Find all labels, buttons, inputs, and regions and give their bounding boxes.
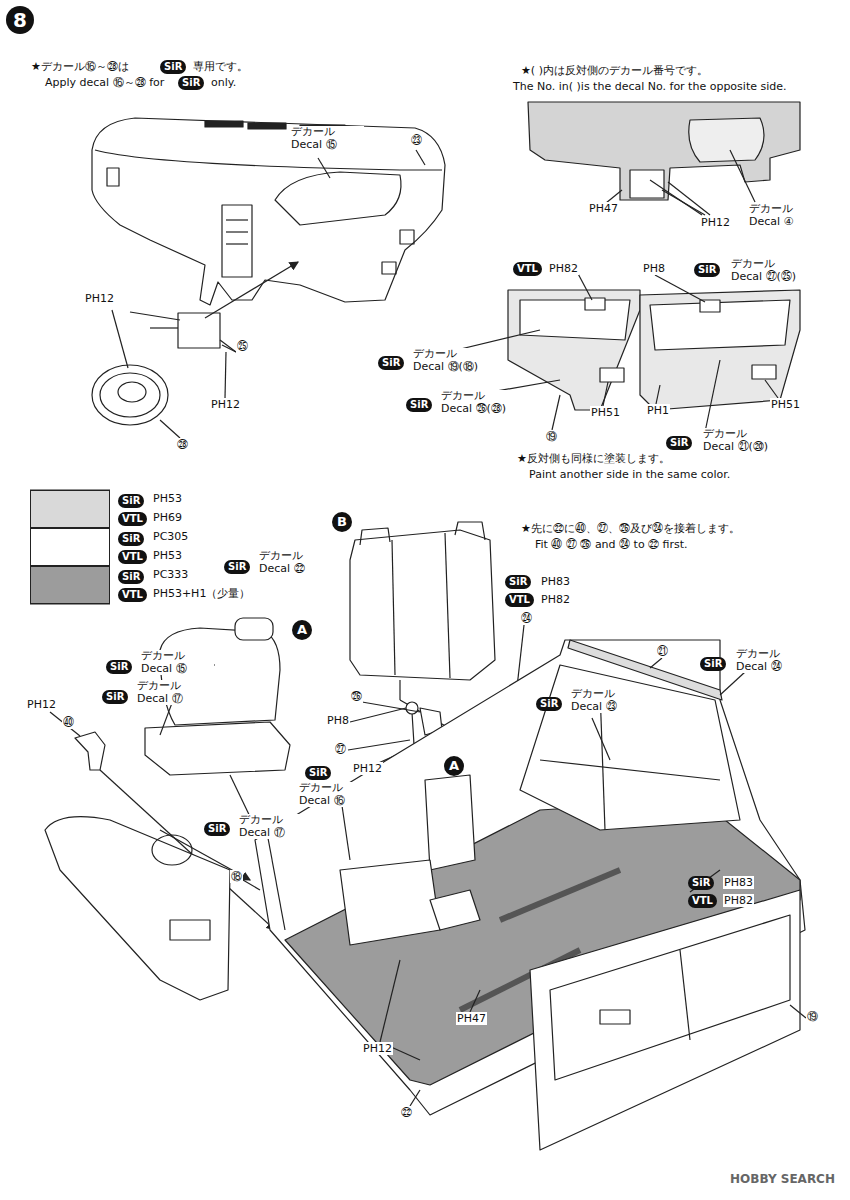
- decal-callout: デカール Decal ㉓: [570, 688, 644, 713]
- part-callout: ⑲: [545, 430, 558, 443]
- decal-callout: デカール Decal ④: [748, 203, 822, 228]
- part-callout: ⑲: [806, 1010, 819, 1023]
- grade-badge: VTL: [118, 588, 147, 602]
- color-swatch: [30, 509, 110, 528]
- decal-callout: デカール Decal ㉑(⑳): [702, 428, 776, 453]
- grade-badge: VTL: [118, 512, 147, 526]
- note-text: Fit ㊵ ㉗ ㉖ and ㉔ to ㉒ first.: [534, 538, 689, 551]
- grade-badge: SiR: [118, 494, 144, 508]
- decal-callout: デカール Decal ⑰: [238, 814, 312, 839]
- grade-badge: SiR: [204, 822, 230, 836]
- grade-badge: SiR: [688, 876, 714, 890]
- part-callout: PH51: [590, 406, 621, 419]
- part-callout: ⑱: [230, 870, 243, 883]
- part-callout: PH12: [352, 762, 383, 775]
- part-callout: ㉖: [350, 690, 363, 703]
- part-callout: ㉕: [236, 340, 249, 353]
- color-swatch: [30, 566, 110, 585]
- paint-code: PH69: [152, 511, 183, 524]
- part-callout: ㊵: [62, 716, 75, 729]
- grade-badge: SiR: [118, 570, 144, 584]
- note-text: ★デカール⑯～㉘は: [30, 60, 130, 73]
- paint-code: PH53+H1（少量）: [152, 587, 251, 600]
- color-swatch: [30, 528, 110, 547]
- part-callout: PH8: [326, 714, 350, 727]
- part-callout: PH1: [646, 404, 670, 417]
- note-text: ★( )内は反対側のデカール番号です。: [520, 64, 709, 77]
- subassembly-letter: B: [332, 512, 352, 532]
- grade-badge: SiR: [102, 690, 128, 704]
- grade-badge: SiR: [666, 436, 692, 450]
- part-callout: PH83: [723, 876, 754, 889]
- decal-callout: デカール Decal ⑮: [140, 650, 214, 675]
- grade-badge: SiR: [536, 697, 562, 711]
- grade-badge: SiR: [305, 766, 331, 780]
- part-callout: PH12: [26, 698, 57, 711]
- note-text: Paint another side in the same color.: [528, 468, 731, 481]
- color-swatch: [30, 585, 110, 604]
- part-callout: ㉔: [520, 612, 533, 625]
- part-callout: PH12: [210, 398, 241, 411]
- part-callout: PH82: [723, 894, 754, 907]
- note-text: The No. in( )is the decal No. for the op…: [512, 80, 788, 93]
- part-callout: ㉓: [410, 134, 423, 147]
- color-swatch: [30, 490, 110, 509]
- decal-callout: デカール Decal ㉖(㉘): [440, 390, 514, 415]
- grade-badge: SiR: [505, 575, 531, 589]
- decal-callout: デカール Decal ⑲(⑱): [412, 348, 486, 373]
- grade-badge: SiR: [694, 263, 720, 277]
- grade-badge: SiR: [106, 660, 132, 674]
- decal-callout: デカール Decal ⑮: [290, 126, 364, 151]
- grade-badge: VTL: [513, 262, 542, 276]
- part-callout: PH83: [540, 575, 571, 588]
- decal-callout: デカール Decal ㉒: [258, 550, 332, 575]
- grade-badge: SiR: [700, 657, 726, 671]
- grade-badge: VTL: [688, 894, 717, 908]
- subassembly-letter: A: [292, 620, 312, 640]
- part-callout: PH8: [642, 262, 666, 275]
- part-callout: PH47: [456, 1012, 487, 1025]
- subassembly-letter: A: [444, 756, 464, 776]
- decal-callout: デカール Decal ⑰: [136, 680, 210, 705]
- part-callout: ㉒: [400, 1106, 413, 1119]
- grade-badge: VTL: [505, 593, 534, 607]
- decal-callout: デカール Decal ㉔: [735, 648, 809, 673]
- watermark: HOBBY SEARCH: [730, 1172, 835, 1186]
- part-callout: ㉑: [656, 645, 669, 658]
- step-number: 8: [6, 6, 34, 34]
- part-callout: PH12: [84, 292, 115, 305]
- part-callout: PH12: [700, 216, 731, 229]
- paint-code: PH53: [152, 492, 183, 505]
- decal-callout: デカール Decal ⑯: [298, 782, 372, 807]
- part-callout: PH82: [548, 262, 579, 275]
- note-text: only.: [210, 76, 237, 89]
- grade-badge: SiR: [406, 398, 432, 412]
- grade-badge: SiR: [118, 532, 144, 546]
- part-callout: PH82: [540, 593, 571, 606]
- grade-badge: SiR: [378, 356, 404, 370]
- color-swatch: [30, 547, 110, 566]
- part-callout: PH47: [588, 202, 619, 215]
- note-text: ★反対側も同様に塗装します。: [516, 452, 671, 465]
- grade-badge: VTL: [118, 550, 147, 564]
- paint-code: PC333: [152, 568, 189, 581]
- grade-badge: SiR: [160, 60, 186, 74]
- paint-code: PH53: [152, 549, 183, 562]
- note-text: ★先に㉒に㊵、㉗、㉖及び㉔を接着します。: [520, 522, 741, 535]
- paint-code: PC305: [152, 530, 189, 543]
- part-callout: ㉘: [176, 438, 189, 451]
- decal-callout: デカール Decal ㉗(㉕): [730, 258, 804, 283]
- note-text: 専用です。: [192, 60, 249, 73]
- grade-badge: SiR: [178, 76, 204, 90]
- part-callout: ㉗: [334, 743, 347, 756]
- note-text: Apply decal ⑯～㉘ for: [44, 76, 165, 89]
- part-callout: PH51: [770, 398, 801, 411]
- grade-badge: SiR: [224, 560, 250, 574]
- part-callout: PH12: [362, 1042, 393, 1055]
